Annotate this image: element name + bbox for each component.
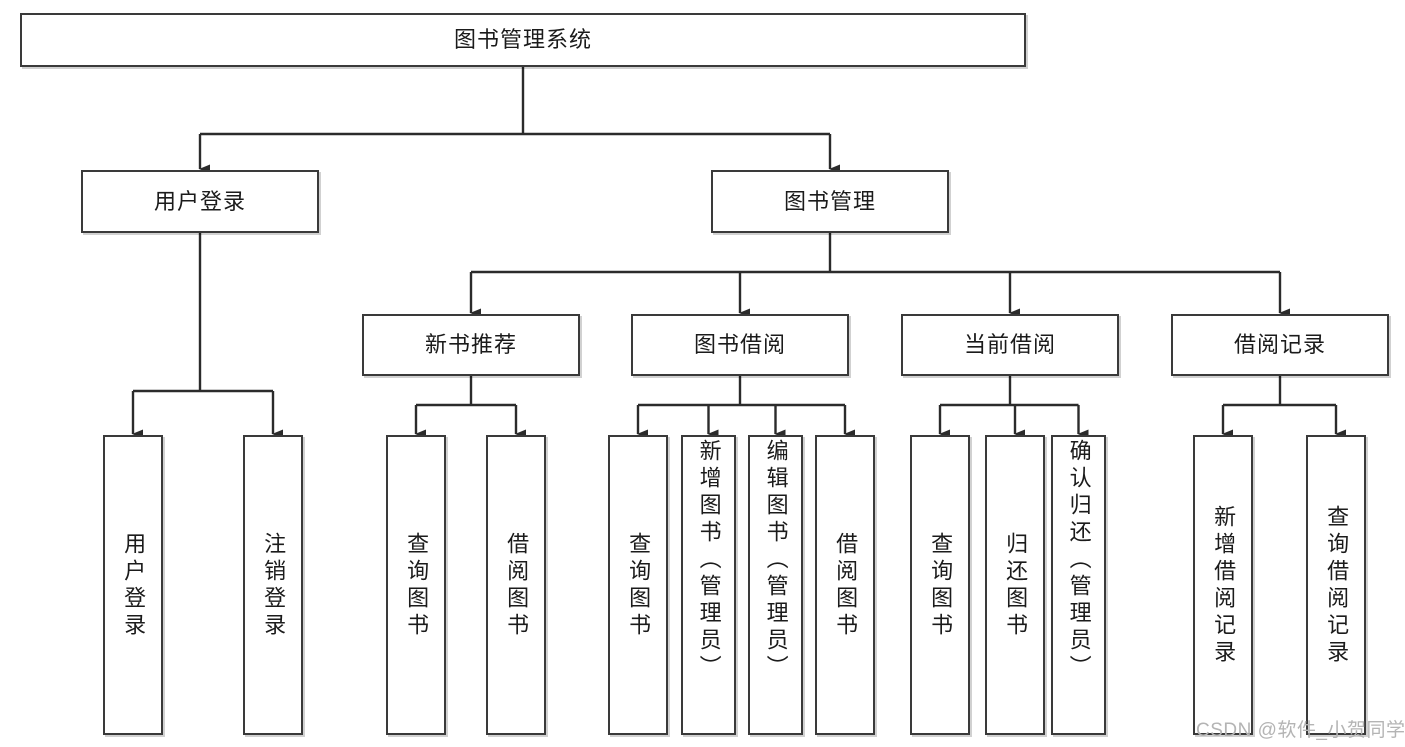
node-label: 新增借阅记录 [1211,505,1237,667]
node-leaf-confirm-return[interactable]: 确认归还（管理员） [1051,435,1106,735]
node-label: 查询图书 [928,532,954,640]
node-user-login[interactable]: 用户登录 [81,170,319,233]
node-leaf-query-book-cur[interactable]: 查询图书 [910,435,970,735]
node-leaf-query-book-rec[interactable]: 查询图书 [386,435,446,735]
node-label: 借阅图书 [504,532,530,640]
node-label: 新增图书（管理员） [696,439,722,682]
node-label: 图书管理 [783,188,876,214]
node-leaf-query-book-borrow[interactable]: 查询图书 [608,435,668,735]
node-label: 查询借阅记录 [1324,505,1350,667]
node-label: 查询图书 [404,532,430,640]
node-leaf-add-record[interactable]: 新增借阅记录 [1193,435,1253,735]
node-label: 注销登录 [261,532,287,640]
node-label: 当前借阅 [963,332,1056,358]
node-label: 用户登录 [121,532,147,640]
node-root[interactable]: 图书管理系统 [20,13,1026,67]
node-leaf-edit-book[interactable]: 编辑图书（管理员） [748,435,803,735]
node-leaf-user-logout[interactable]: 注销登录 [243,435,303,735]
node-current-borrow[interactable]: 当前借阅 [901,314,1119,376]
edge-paths [131,67,1346,439]
node-label: 归还图书 [1003,532,1029,640]
node-label: 借阅记录 [1233,332,1326,358]
node-label: 图书管理系统 [453,27,592,53]
node-leaf-add-book[interactable]: 新增图书（管理员） [681,435,736,735]
node-leaf-query-record[interactable]: 查询借阅记录 [1306,435,1366,735]
node-borrow-record[interactable]: 借阅记录 [1171,314,1389,376]
node-book-manage[interactable]: 图书管理 [711,170,949,233]
node-label: 查询图书 [626,532,652,640]
node-label: 用户登录 [153,188,246,214]
node-label: 图书借阅 [693,332,786,358]
node-leaf-borrow-book-rec[interactable]: 借阅图书 [486,435,546,735]
node-label: 编辑图书（管理员） [763,439,789,682]
node-new-book-recommend[interactable]: 新书推荐 [362,314,580,376]
node-leaf-user-login[interactable]: 用户登录 [103,435,163,735]
node-leaf-borrow-book[interactable]: 借阅图书 [815,435,875,735]
watermark-label: CSDN @软件_小贺同学 [1196,720,1405,741]
node-label: 新书推荐 [424,332,517,358]
node-label: 借阅图书 [833,532,859,640]
node-label: 确认归还（管理员） [1066,439,1092,682]
node-book-borrow[interactable]: 图书借阅 [631,314,849,376]
node-leaf-return-book[interactable]: 归还图书 [985,435,1045,735]
